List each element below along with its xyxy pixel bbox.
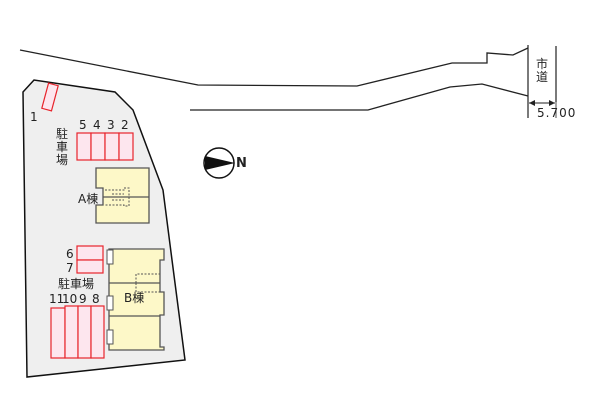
north-arrow-icon xyxy=(203,147,235,179)
parking-number-3: 3 xyxy=(107,118,116,132)
parking-label-char: 車 xyxy=(55,139,68,154)
parking-space-1 xyxy=(41,82,59,112)
building-b-label: B棟 xyxy=(124,291,145,305)
parking-number-5: 5 xyxy=(79,118,88,132)
parking-number-8: 8 xyxy=(92,292,101,306)
parking-label-lower: 駐車場 xyxy=(58,277,95,291)
parking-number-4: 4 xyxy=(93,118,102,132)
parking-label-char: 駐 xyxy=(55,127,68,141)
parking-number-1: 1 xyxy=(30,110,39,124)
compass-label: N xyxy=(236,156,247,171)
arrow-left-icon xyxy=(529,100,535,106)
parking-label-upper: 駐 車 場 xyxy=(55,128,69,167)
parking-row-upper xyxy=(76,132,134,161)
road-label: 市道 xyxy=(535,58,549,84)
parking-number-6: 6 xyxy=(66,247,75,261)
parking-number-9: 9 xyxy=(79,292,88,306)
building-a xyxy=(95,167,150,224)
parking-label-char: 場 xyxy=(55,152,68,167)
building-a-label: A棟 xyxy=(78,192,99,206)
road-width-label: 5.700 xyxy=(537,106,577,120)
road-edge-south xyxy=(190,83,529,111)
parking-number-2: 2 xyxy=(121,118,130,132)
parking-row-6-7 xyxy=(76,245,104,274)
road-edge-north xyxy=(19,47,529,87)
parking-row-lower xyxy=(50,305,105,359)
building-b xyxy=(106,248,165,351)
parking-number-7: 7 xyxy=(66,261,75,275)
parking-number-11: 11 xyxy=(49,292,65,306)
parking-number-10: 10 xyxy=(62,292,78,306)
road-label-text: 市道 xyxy=(535,57,548,84)
arrow-right-icon xyxy=(549,100,555,106)
